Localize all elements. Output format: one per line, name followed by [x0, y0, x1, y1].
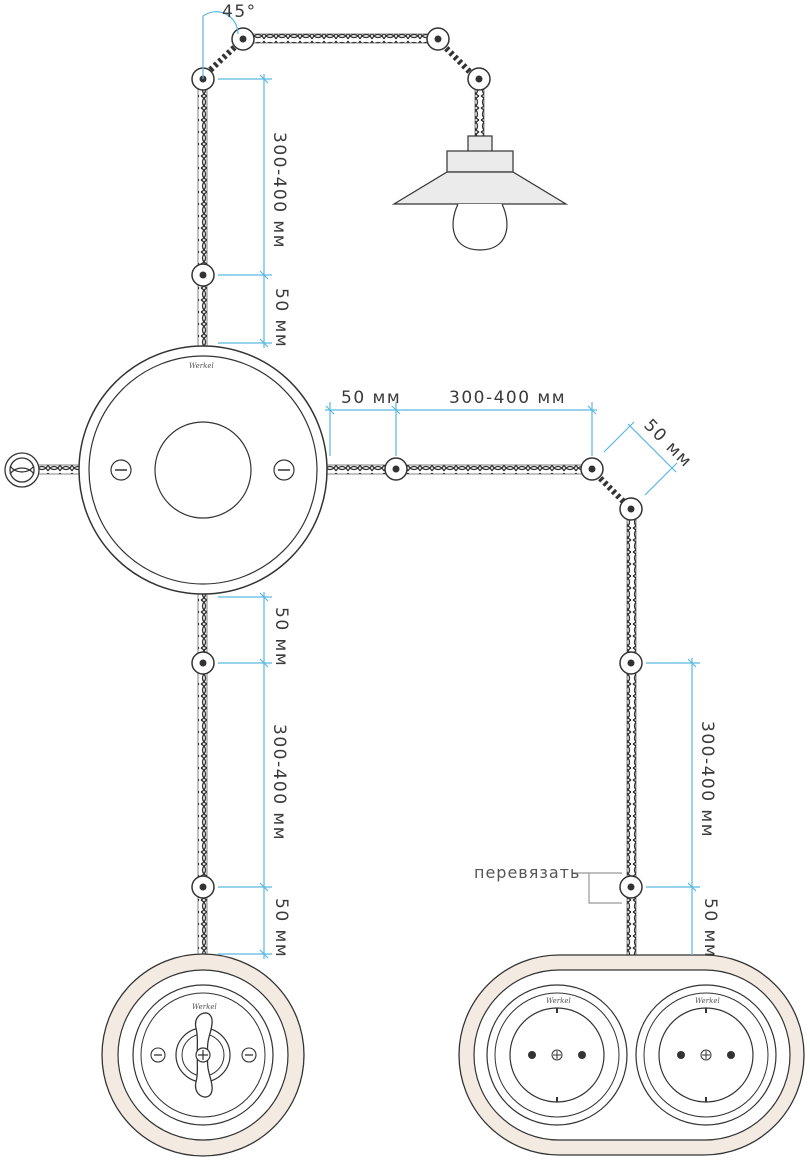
dim-label: 300-400 мм	[697, 721, 717, 838]
double-socket: Werkel Werkel	[458, 954, 805, 1156]
wire-horizontal	[325, 464, 589, 475]
angle-marker: 45°	[202, 2, 257, 79]
insulator	[191, 263, 215, 287]
insulator	[384, 457, 408, 481]
pendant-lamp	[391, 135, 569, 251]
insulator	[467, 67, 491, 91]
angle-label: 45°	[222, 2, 257, 22]
dim-label: 300-400 мм	[269, 724, 289, 841]
insulator	[619, 875, 643, 899]
rotary-switch: Werkel	[101, 953, 305, 1157]
insulator	[619, 651, 643, 675]
screw-icon	[273, 459, 295, 481]
brand-logo: Werkel	[192, 1003, 217, 1011]
brand-logo: Werkel	[695, 997, 720, 1005]
dim-label: 300-400 мм	[269, 132, 289, 249]
dim-label: 50 мм	[271, 288, 291, 348]
junction-box: Werkel	[78, 345, 328, 595]
socket-left: Werkel	[486, 984, 628, 1126]
dimension-lines	[218, 74, 700, 959]
dim-label: 50 мм	[271, 607, 291, 667]
insulator	[426, 27, 450, 51]
tie-note: перевязать	[474, 863, 622, 904]
screw-icon	[110, 459, 132, 481]
dim-label: 50 мм	[700, 898, 720, 958]
insulator	[619, 497, 643, 521]
insulator	[191, 651, 215, 675]
wire-left-top	[197, 83, 208, 347]
wire-left-bottom	[197, 593, 208, 957]
tie-note-label: перевязать	[474, 863, 580, 882]
insulator	[580, 457, 604, 481]
socket-right: Werkel	[635, 984, 777, 1126]
wire-left-stub	[35, 464, 83, 475]
screw-icon	[241, 1047, 257, 1063]
insulator	[231, 27, 255, 51]
wall-entry-ring	[4, 452, 40, 488]
brand-logo: Werkel	[546, 997, 571, 1005]
dim-label: 50 мм	[341, 388, 401, 408]
brand-logo: Werkel	[189, 362, 214, 370]
dim-label: 50 мм	[271, 898, 291, 958]
screw-icon	[150, 1047, 166, 1063]
insulator	[191, 875, 215, 899]
dim-label: 300-400 мм	[449, 388, 566, 408]
